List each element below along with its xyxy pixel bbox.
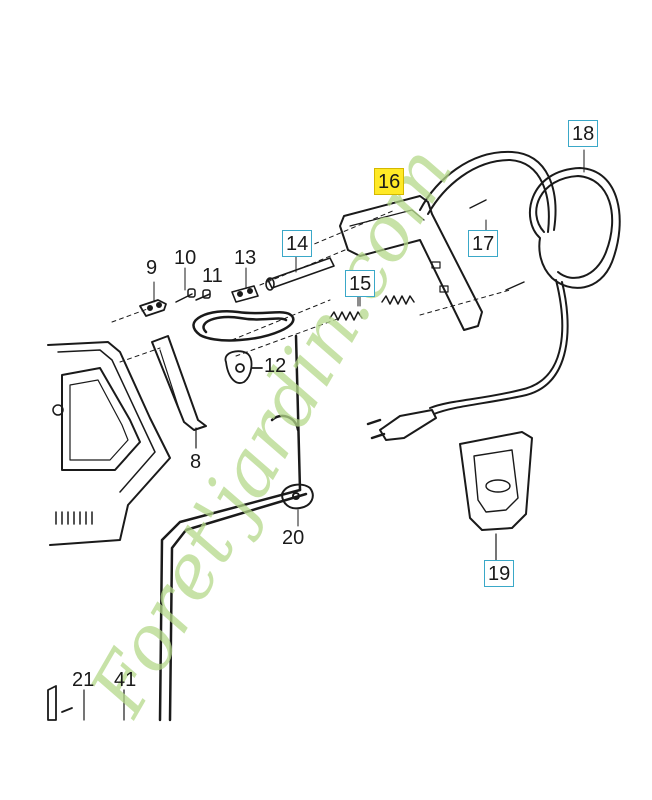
part-8-handle bbox=[151, 335, 207, 449]
callout-part-20: 20 bbox=[282, 527, 305, 549]
callout-part-41: 41 bbox=[114, 669, 137, 691]
callout-part-9: 9 bbox=[146, 257, 158, 279]
part-16-switch-bracket bbox=[339, 195, 525, 331]
part-19-holster bbox=[459, 431, 533, 561]
callout-part-13: 13 bbox=[234, 247, 257, 269]
callout-part-16: 16 bbox=[374, 168, 405, 195]
plug bbox=[366, 409, 437, 441]
callout-part-14: 14 bbox=[282, 230, 313, 257]
motor-housing bbox=[47, 341, 171, 546]
part-11-wire bbox=[192, 310, 295, 342]
callout-part-18: 18 bbox=[568, 120, 599, 147]
callout-part-15: 15 bbox=[345, 270, 376, 297]
callout-leaders bbox=[153, 149, 585, 527]
assembly-guide-lines bbox=[111, 209, 511, 363]
part-9-clip bbox=[139, 299, 167, 317]
part-12-clamp bbox=[224, 350, 263, 384]
part-14-sleeve bbox=[265, 257, 335, 291]
callout-part-8: 8 bbox=[190, 451, 202, 473]
part-21-fragment bbox=[47, 685, 125, 721]
internal-wiring bbox=[158, 334, 308, 722]
callout-part-19: 19 bbox=[484, 560, 515, 587]
part-13-terminal bbox=[231, 285, 259, 303]
callout-part-17: 17 bbox=[468, 230, 499, 257]
part-10-screw bbox=[175, 288, 196, 303]
callout-part-10: 10 bbox=[174, 247, 197, 269]
callout-part-12: 12 bbox=[264, 355, 287, 377]
callout-part-11: 11 bbox=[202, 265, 223, 287]
part-18-cable bbox=[419, 150, 621, 415]
part-11-screw bbox=[195, 289, 211, 301]
callout-part-21: 21 bbox=[72, 669, 95, 691]
part-20-connector bbox=[281, 483, 314, 510]
